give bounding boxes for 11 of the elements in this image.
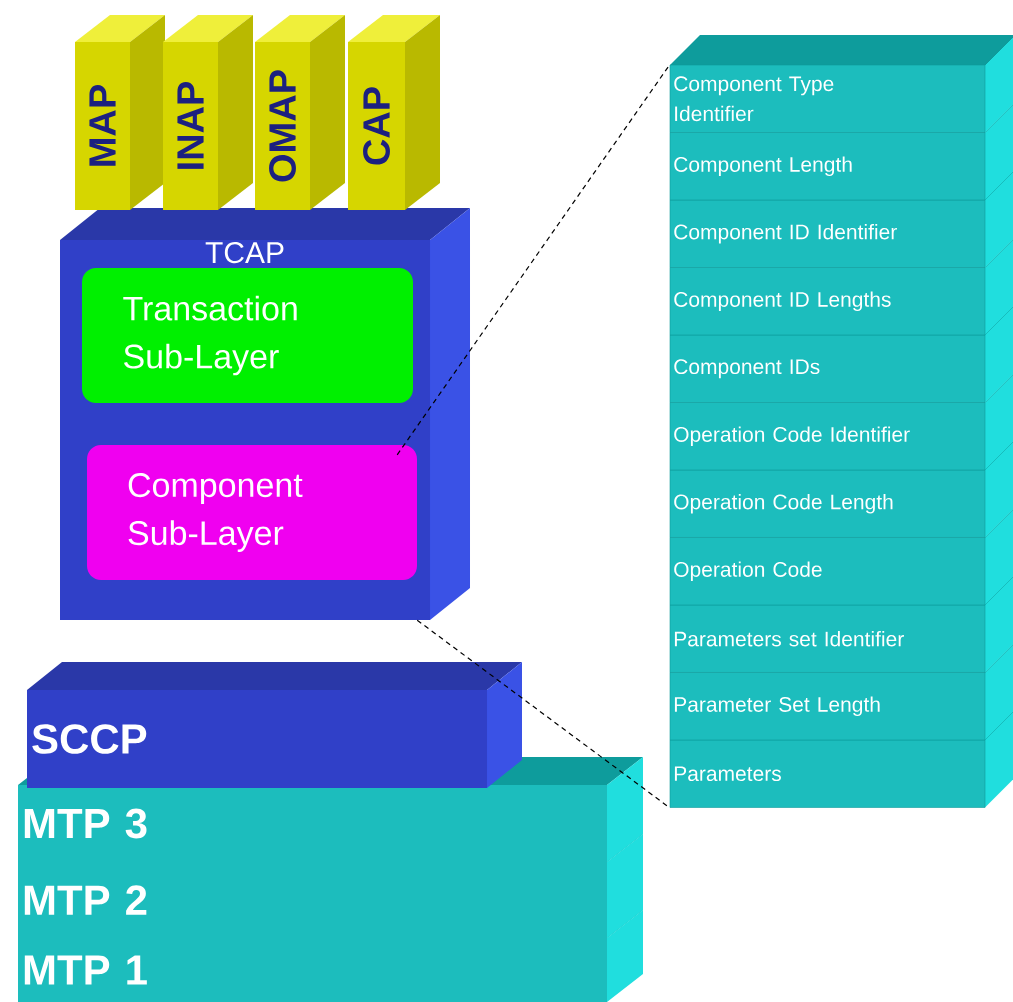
protocol-block: INAP [163, 15, 253, 210]
protocol-block: MAP [75, 15, 165, 210]
protocol-block: CAP [348, 15, 440, 210]
field-block: Component Type Identifier [669, 34, 1013, 133]
node-label: MAP [89, 85, 116, 166]
leader-line [416, 619, 671, 809]
layer-block: SCCP [27, 662, 522, 788]
sublayer-box: Component Sub-Layer [87, 445, 417, 580]
protocol-block: OMAP [255, 15, 345, 210]
node-label: MTP 1 [24, 955, 147, 985]
sublayer-box: Transaction Sub-Layer [82, 268, 413, 403]
